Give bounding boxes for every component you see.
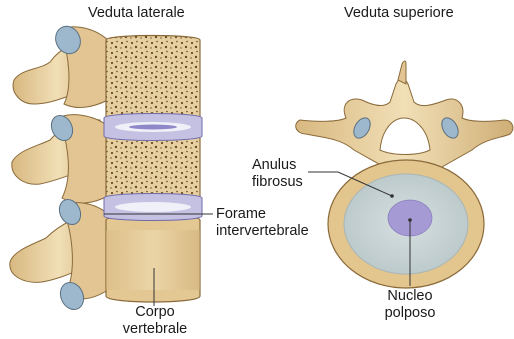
annulus-fibrosus-label-line2: fibrosus (252, 174, 303, 191)
intervertebral-foramen-label-line1: Forame (216, 206, 309, 223)
annulus-fibrosus-label: Anulus fibrosus (252, 157, 303, 191)
intervertebral-foramen-label: Forame intervertebrale (216, 206, 309, 240)
vertebral-body-label: Corpo vertebrale (116, 304, 194, 338)
lateral-view-illustration (10, 22, 202, 313)
nucleus-pulposus-label-line1: Nucleo (372, 288, 448, 305)
nucleus-pulposus-label-line2: polposo (372, 305, 448, 322)
annulus-fibrosus-label-line1: Anulus (252, 157, 303, 174)
superior-view-title: Veduta superiore (344, 5, 454, 22)
posterior-elements (10, 27, 108, 299)
nucleus-pulposus-label: Nucleo polposo (372, 288, 448, 322)
lateral-view-title: Veduta laterale (88, 5, 185, 22)
superior-view-illustration (296, 61, 513, 288)
intervertebral-foramen-label-line2: intervertebrale (216, 223, 309, 240)
vertebral-bodies (106, 36, 200, 303)
vertebral-body-label-line1: Corpo (116, 304, 194, 321)
vertebral-body-label-line2: vertebrale (116, 321, 194, 338)
